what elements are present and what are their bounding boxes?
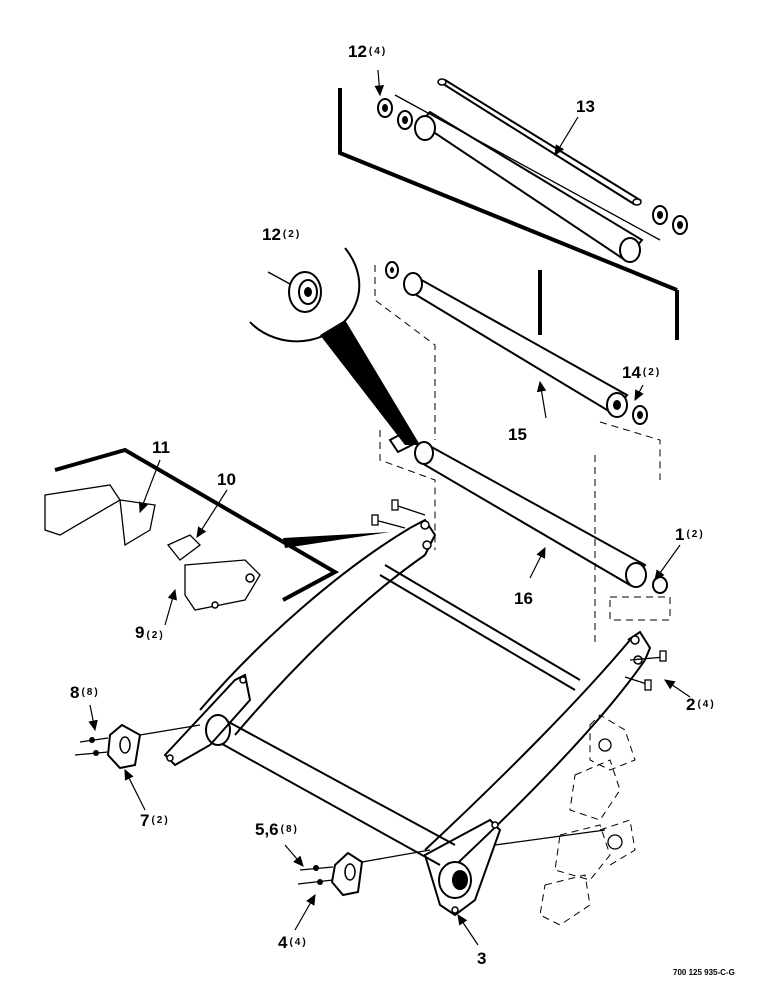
label-10: 10 xyxy=(217,470,236,489)
label-11: 11 xyxy=(152,438,170,457)
roller-15 xyxy=(374,261,661,480)
label-14: 14(2) xyxy=(622,363,661,382)
label-2: 2(4) xyxy=(686,695,716,714)
machine-frame-dashed xyxy=(494,714,636,926)
part-labels: 12(4) 13 12(2) 14(2) 15 11 10 1(2) 16 9(… xyxy=(70,42,716,968)
upper-roller-group xyxy=(338,78,688,340)
bearing-icon xyxy=(377,98,688,235)
label-15: 15 xyxy=(508,425,527,444)
document-number: 700 125 935-C-G xyxy=(673,968,735,977)
roller-13 xyxy=(437,78,642,206)
label-1: 1(2) xyxy=(675,525,705,544)
leader-lines xyxy=(88,69,691,946)
label-16: 16 xyxy=(514,589,533,608)
label-4: 4(4) xyxy=(278,933,308,952)
main-frame xyxy=(163,518,652,917)
clamp-7 xyxy=(74,723,201,770)
label-9: 9(2) xyxy=(135,623,165,642)
clamp-4 xyxy=(297,849,431,897)
bolt-icon xyxy=(371,499,667,691)
left-bracket-detail xyxy=(44,447,390,611)
label-12b: 12(2) xyxy=(262,225,301,244)
upper-main-roller xyxy=(414,110,644,263)
label-3: 3 xyxy=(477,949,486,968)
bearing-detail xyxy=(249,247,420,445)
label-8: 8(8) xyxy=(70,683,100,702)
label-13: 13 xyxy=(576,97,595,116)
label-12a: 12(4) xyxy=(348,42,387,61)
roller-16 xyxy=(379,430,671,642)
label-5-6: 5,6(8) xyxy=(255,820,299,839)
label-7: 7(2) xyxy=(140,811,170,830)
